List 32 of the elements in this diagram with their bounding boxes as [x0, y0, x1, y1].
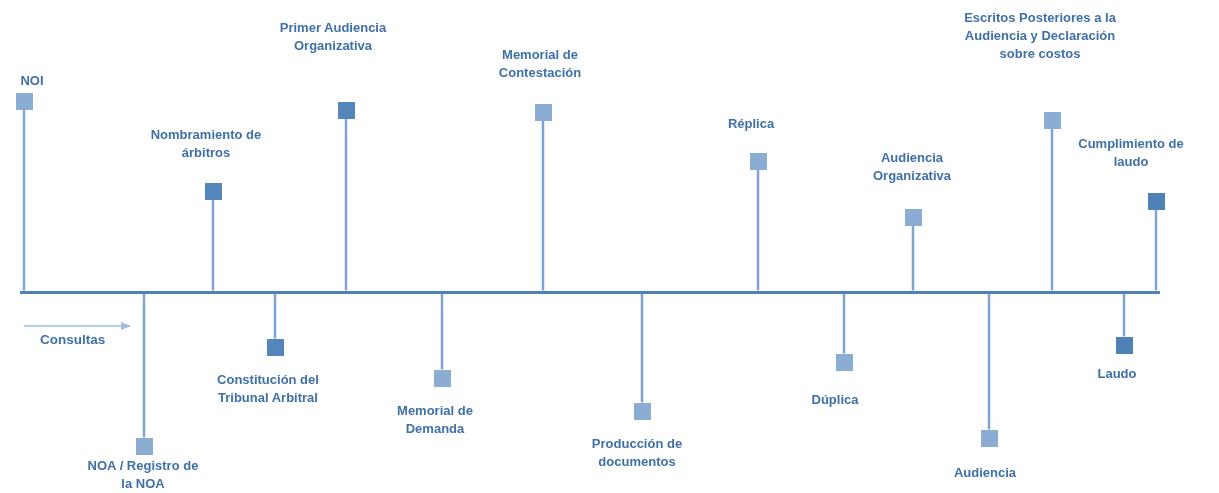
timeline-stem — [987, 293, 991, 430]
timeline-stem — [1154, 209, 1158, 291]
timeline-stem — [440, 293, 444, 370]
timeline-stem — [756, 169, 760, 291]
timeline-stem — [344, 118, 348, 291]
milestone-label: Primer Audiencia Organizativa — [278, 19, 388, 55]
milestone-label: Cumplimiento de laudo — [1077, 135, 1185, 171]
milestone-label: Memorial de Contestación — [497, 46, 583, 82]
timeline-stem — [1122, 293, 1126, 337]
timeline-stem — [22, 109, 26, 291]
milestone-label: Escritos Posteriores a la Audiencia y Declaración sobre costos — [963, 9, 1117, 63]
timeline-stem — [640, 293, 644, 403]
timeline-stem — [541, 120, 545, 291]
milestone-label: Audiencia — [952, 464, 1018, 482]
timeline-stem — [142, 293, 146, 438]
phase-label: Consultas — [40, 332, 106, 347]
timeline-stem — [842, 293, 846, 354]
milestone-label: Laudo — [1096, 365, 1138, 383]
timeline-axis — [20, 290, 1160, 294]
milestone-label: NOA / Registro de la NOA — [87, 457, 199, 493]
milestone-label: Constitución del Tribunal Arbitral — [216, 371, 320, 407]
milestone-label: Réplica — [726, 115, 776, 133]
timeline-stem — [1050, 128, 1054, 291]
milestone-label: Nombramiento de árbitros — [149, 126, 263, 162]
timeline-stem — [273, 293, 277, 339]
milestone-label: Audiencia Organizativa — [872, 149, 952, 185]
timeline-stem — [211, 199, 215, 291]
timeline-stem — [911, 225, 915, 291]
milestone-label: NOI — [19, 72, 45, 90]
milestone-label: Memorial de Demanda — [396, 402, 474, 438]
milestone-label: Producción de documentos — [590, 435, 684, 471]
milestone-label: Dúplica — [810, 391, 860, 409]
